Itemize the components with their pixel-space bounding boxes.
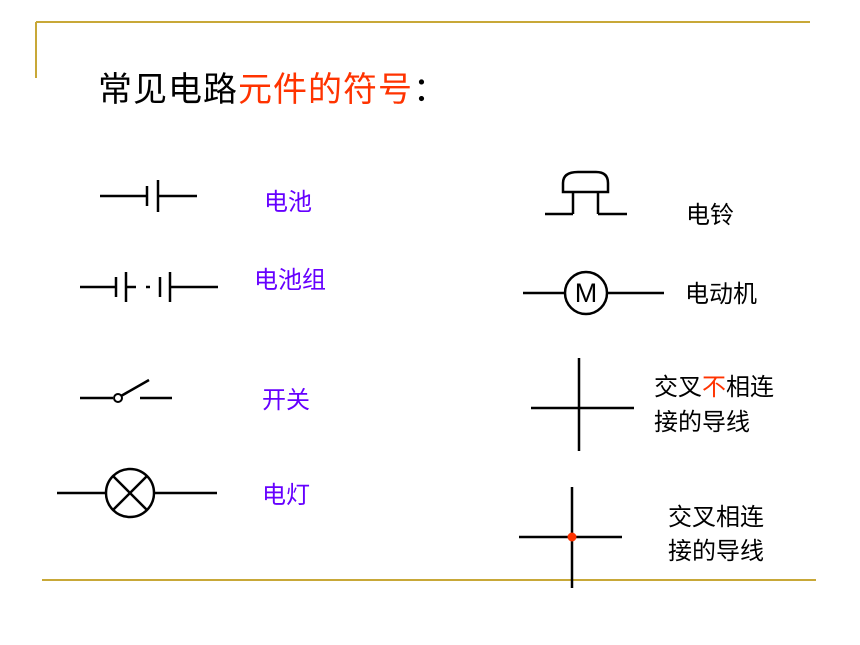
lamp-label: 电灯 xyxy=(262,481,310,509)
cross-not-connected-text-a: 交叉 xyxy=(654,373,702,401)
cross-connected-label-line-2: 接的导线 xyxy=(668,537,764,565)
cross-not-connected-label-line-2: 接的导线 xyxy=(654,408,750,436)
cross-connected-label-line-1: 交叉相连 xyxy=(668,503,764,531)
title-part-1: 常见电路 xyxy=(98,70,238,110)
slide-frame-lines xyxy=(35,21,816,581)
battery-pack-symbol xyxy=(80,272,218,302)
motor-label: 电动机 xyxy=(685,280,757,308)
page-title: 常见电路元件的符号： xyxy=(98,62,448,111)
title-part-3: ： xyxy=(413,70,448,110)
cross-not-connected-label-line-1: 交叉不相连 xyxy=(654,370,774,404)
battery-pack-label: 电池组 xyxy=(254,266,326,294)
title-part-2: 元件的符号 xyxy=(238,70,413,110)
switch-label: 开关 xyxy=(262,386,310,414)
motor-letter: M xyxy=(574,278,598,308)
cross-not-connected-symbol xyxy=(531,358,634,451)
switch-symbol xyxy=(80,378,172,403)
battery-symbol xyxy=(100,180,197,212)
lamp-symbol xyxy=(57,467,217,519)
motor-symbol xyxy=(523,270,664,316)
bell-label: 电铃 xyxy=(686,201,734,229)
junction-dot xyxy=(567,532,577,542)
cross-not-connected-text-not: 不 xyxy=(702,373,726,401)
battery-label: 电池 xyxy=(264,188,312,216)
bell-symbol xyxy=(545,170,627,216)
cross-not-connected-text-c: 相连 xyxy=(726,373,774,401)
